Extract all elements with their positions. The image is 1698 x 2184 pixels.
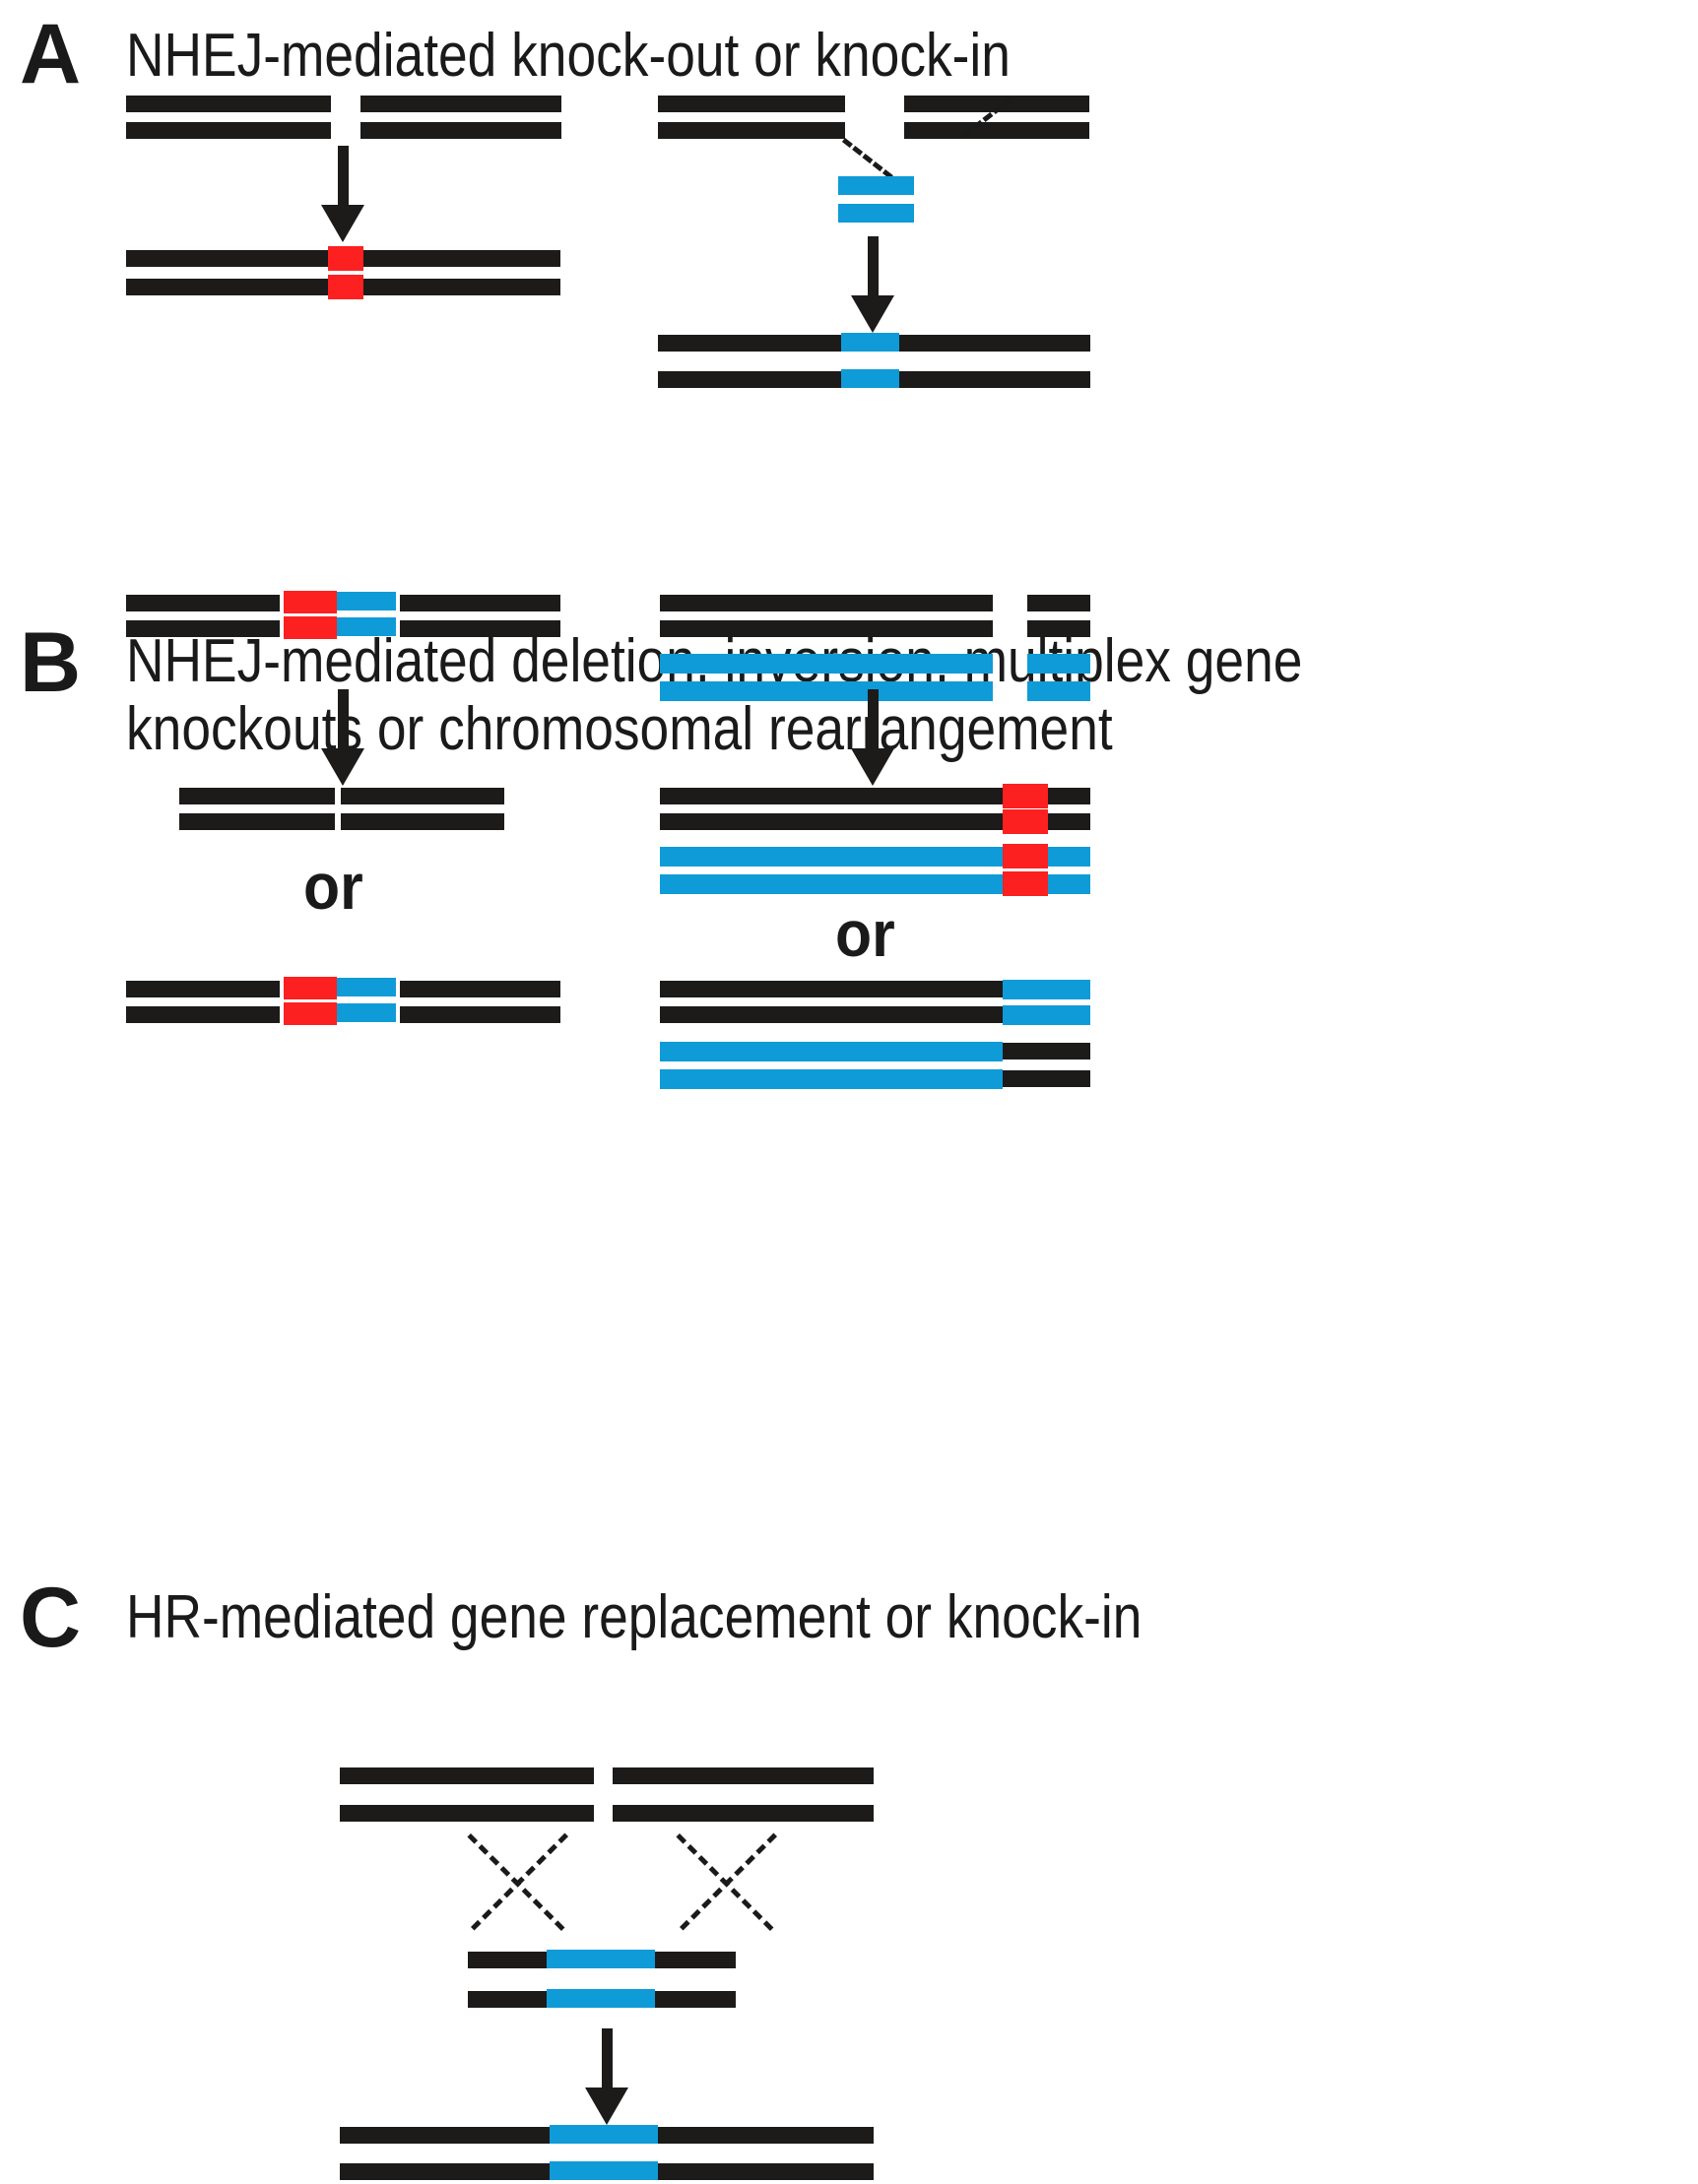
panel-letter-a: A bbox=[20, 7, 81, 101]
panel-letter-b: B bbox=[20, 615, 81, 710]
panel-title-a: NHEJ-mediated knock-out or knock-in bbox=[126, 22, 1011, 90]
panel-title-b: NHEJ-mediated deletion, inversion, multi… bbox=[126, 627, 1303, 764]
or-label-right: or bbox=[835, 897, 895, 970]
or-label-left: or bbox=[303, 850, 363, 923]
panel-title-c: HR-mediated gene replacement or knock-in bbox=[126, 1583, 1143, 1651]
panel-letter-c: C bbox=[20, 1571, 81, 1665]
